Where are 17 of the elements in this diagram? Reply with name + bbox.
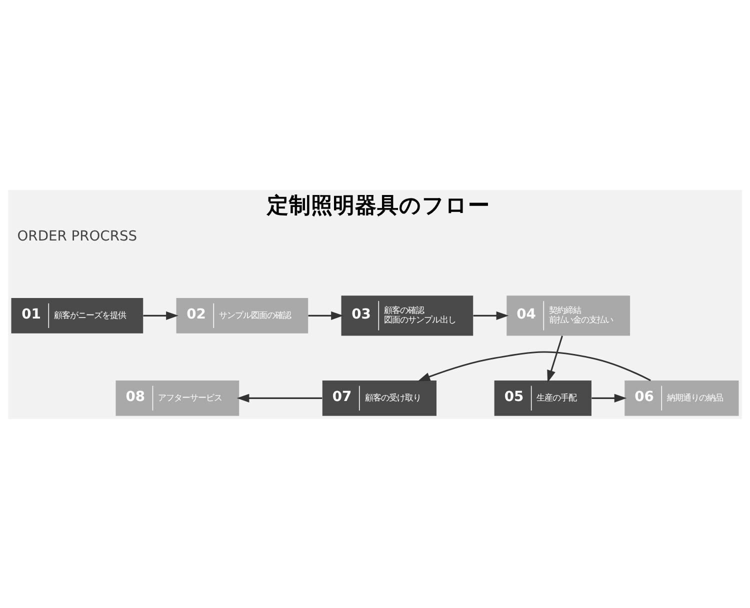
diagram-title: 定制照明器具のフロー: [267, 193, 490, 218]
arrow: [308, 310, 344, 320]
node-box: 01 顧客がニーズを提供: [11, 297, 144, 333]
node-box: 02 サンプル図面の確認: [176, 297, 308, 333]
node-box: 08 アフターサービス: [116, 380, 240, 416]
node-box: 03 顧客の確認 図面のサンプル出し: [341, 295, 474, 336]
label: ORDER PROCRSS: [17, 228, 138, 244]
node-box: 07 顧客の受け取り: [322, 380, 436, 416]
node-box: 05 生産の手配: [494, 380, 592, 416]
node-box: 04 契約締結 前払い金の支払い: [506, 295, 630, 336]
arrow: [547, 335, 563, 382]
node-box: 06 納期通りの納品: [624, 380, 739, 416]
arrow: [473, 310, 509, 320]
arrow: [418, 350, 651, 381]
arrow: [592, 393, 627, 402]
arrow: [236, 393, 322, 402]
arrow: [143, 310, 178, 320]
